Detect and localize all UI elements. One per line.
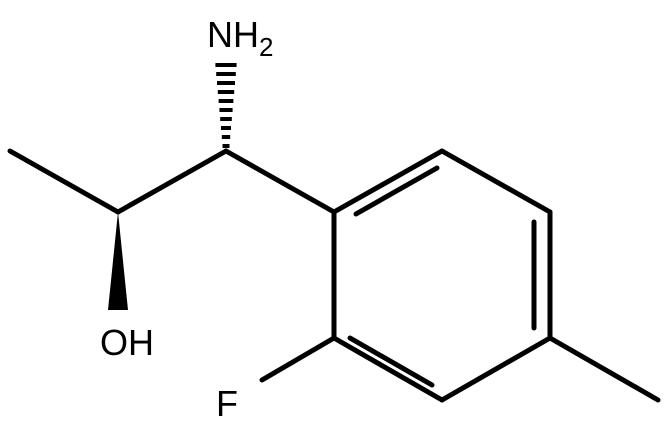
bond-methyl-c2: [7, 148, 121, 215]
ring-bond-1: [331, 148, 445, 215]
fluorine-label: F: [216, 383, 238, 424]
bond-ring-methyl: [547, 335, 661, 403]
bond-c1-ring: [223, 148, 337, 215]
bond-ring-fluorine: [259, 335, 337, 383]
ring-bond-4: [439, 335, 553, 403]
ring-bond-2: [439, 148, 553, 215]
ring-double-bond-inner-1: [353, 165, 440, 217]
amine-label: NH2: [207, 14, 273, 62]
hydroxyl-label: OH: [100, 322, 154, 363]
bond-c2-c1: [115, 148, 229, 215]
ring-bond-5: [331, 335, 445, 403]
solid-wedge-bond-hydroxyl: [108, 212, 128, 310]
ring-double-bond-inner-3: [347, 335, 435, 388]
hashed-wedge-bond-amine: [215, 63, 237, 148]
